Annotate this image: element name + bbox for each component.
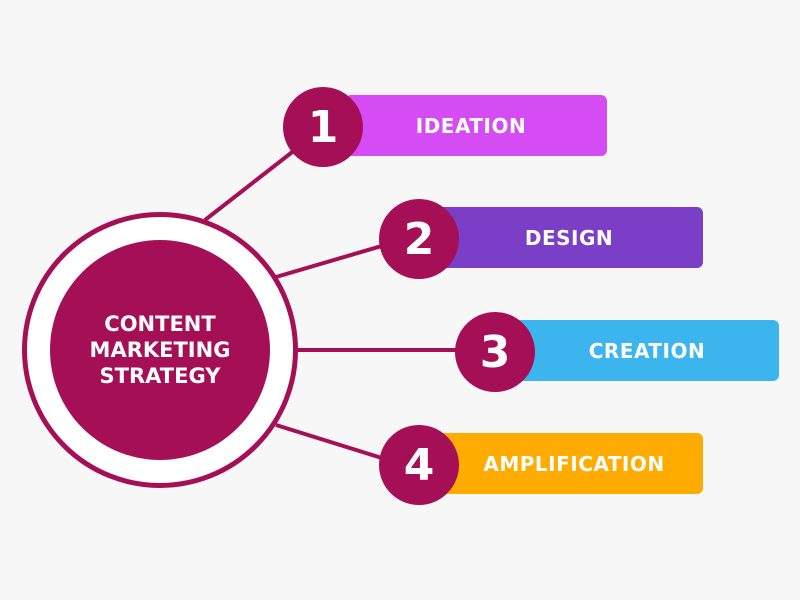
center-line-3: STRATEGY (99, 364, 221, 388)
center-circle: CONTENT MARKETING STRATEGY (50, 240, 270, 460)
center-line-2: MARKETING (89, 338, 231, 362)
connector-1 (203, 144, 302, 222)
connector-2 (275, 243, 386, 279)
step-label: AMPLIFICATION (483, 451, 665, 476)
step-bar-ideation: IDEATION (345, 95, 607, 156)
center-line-1: CONTENT (104, 312, 216, 336)
step-number-4: 4 (379, 425, 459, 505)
step-bar-amplification: AMPLIFICATION (435, 433, 703, 494)
step-bar-design: DESIGN (435, 207, 703, 268)
step-label: IDEATION (415, 113, 527, 138)
step-bar-creation: CREATION (515, 320, 779, 381)
step-number-2: 2 (379, 199, 459, 279)
step-number-3: 3 (455, 312, 535, 392)
step-label: CREATION (588, 338, 706, 363)
step-label: DESIGN (524, 225, 614, 250)
connector-4 (275, 423, 386, 461)
step-number-1: 1 (283, 87, 363, 167)
